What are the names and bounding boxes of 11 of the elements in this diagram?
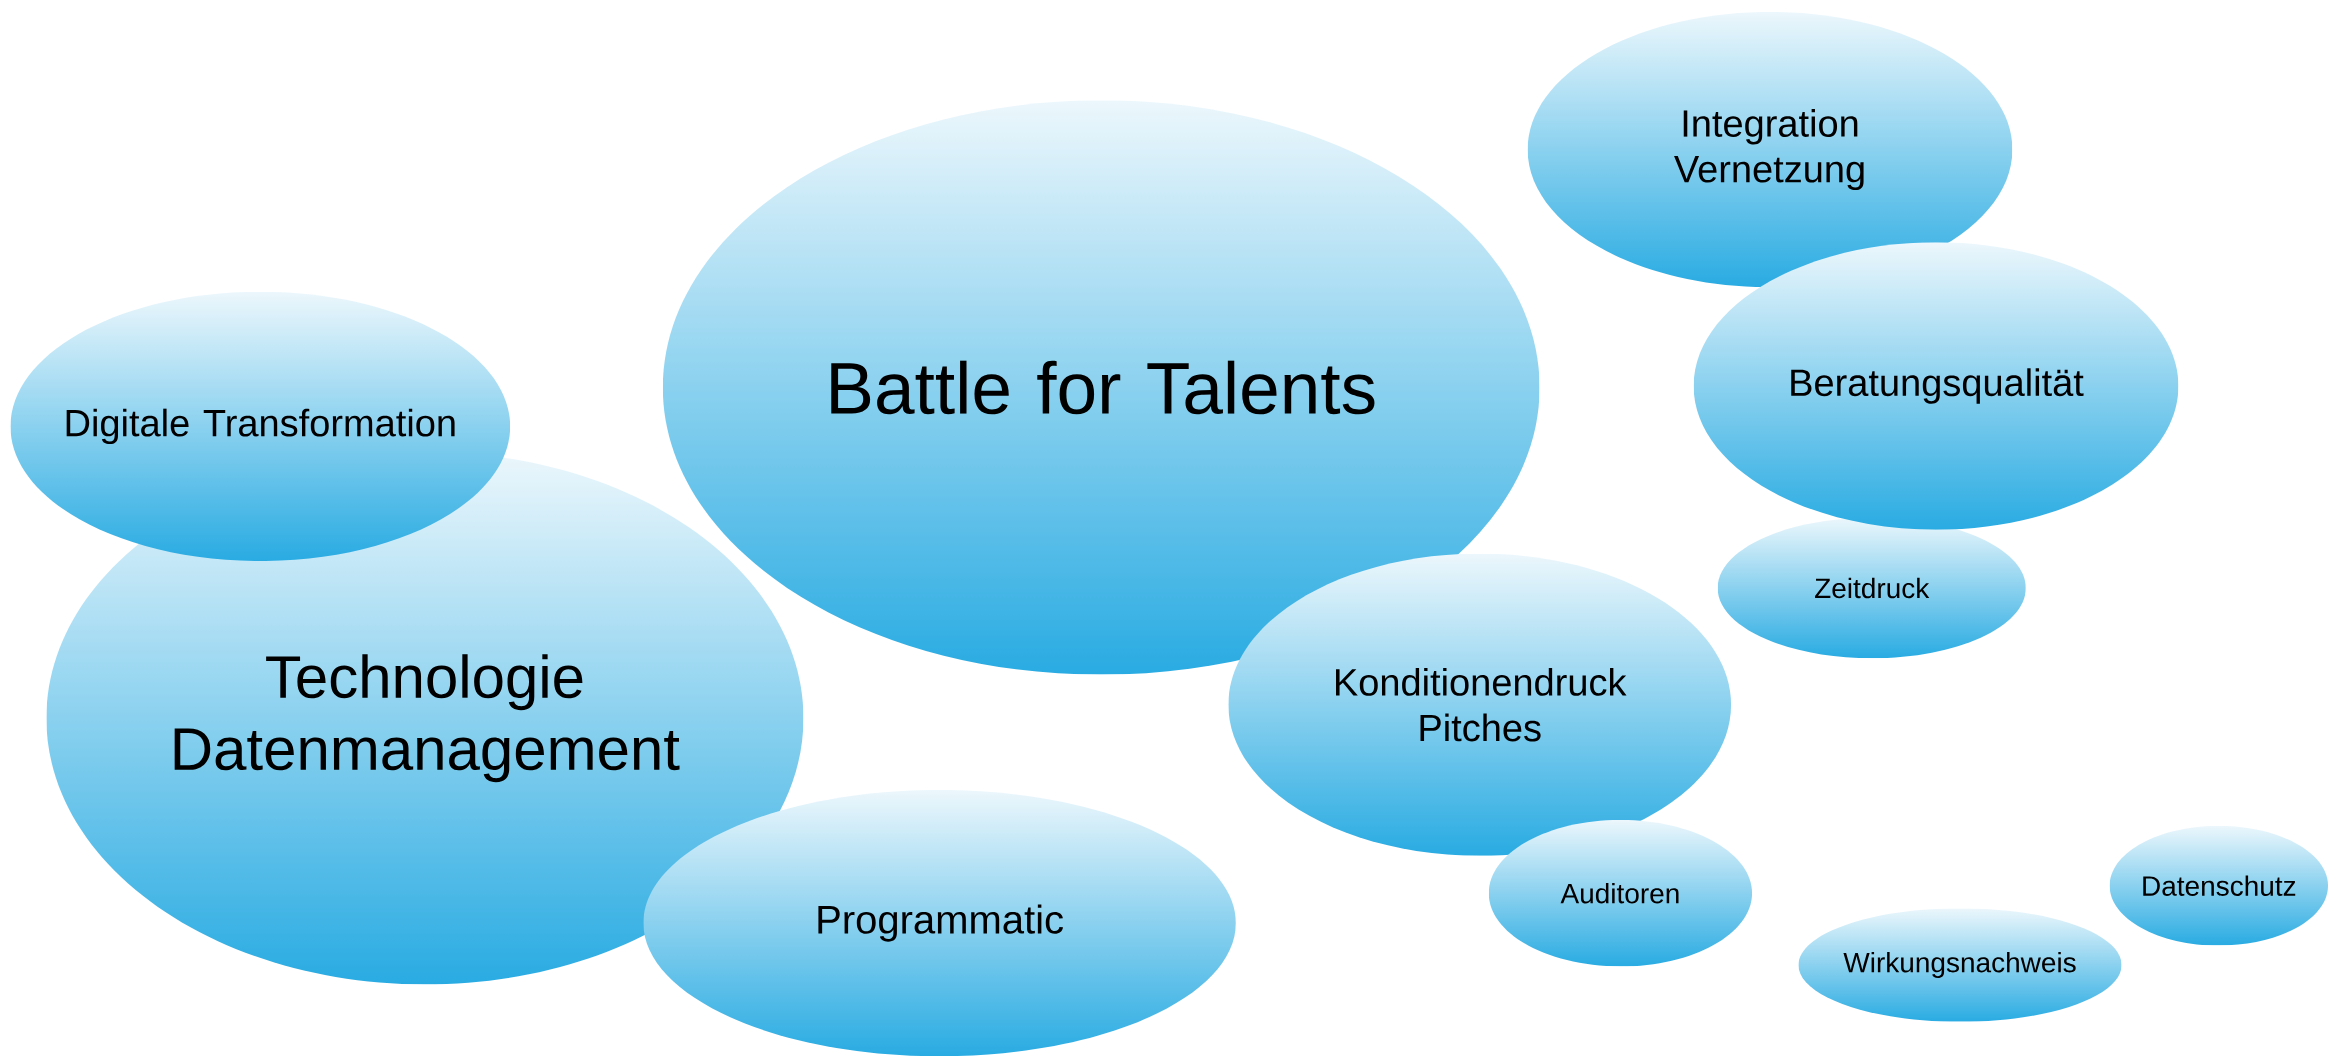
bubble-label: Auditoren	[1560, 882, 1679, 904]
bubble-label: Wirkungsnachweis	[1843, 951, 2076, 979]
bubble-label: Zeitdruck	[1815, 577, 1930, 599]
bubble-label: Datenschutz	[2143, 875, 2296, 896]
bubble-label: Technologie Datenmanagement	[174, 654, 680, 783]
bubble-label: Konditionendruck Pitches	[1336, 667, 1627, 742]
bubble-label: Beratungsqualität	[1791, 368, 2084, 404]
bubble-label: Digitale Transformation	[66, 408, 455, 445]
bubble-label: Battle for Talents	[831, 360, 1375, 415]
bubble-label: Integration Vernetzung	[1674, 109, 1864, 191]
bubble-label: Programmatic	[818, 904, 1063, 942]
